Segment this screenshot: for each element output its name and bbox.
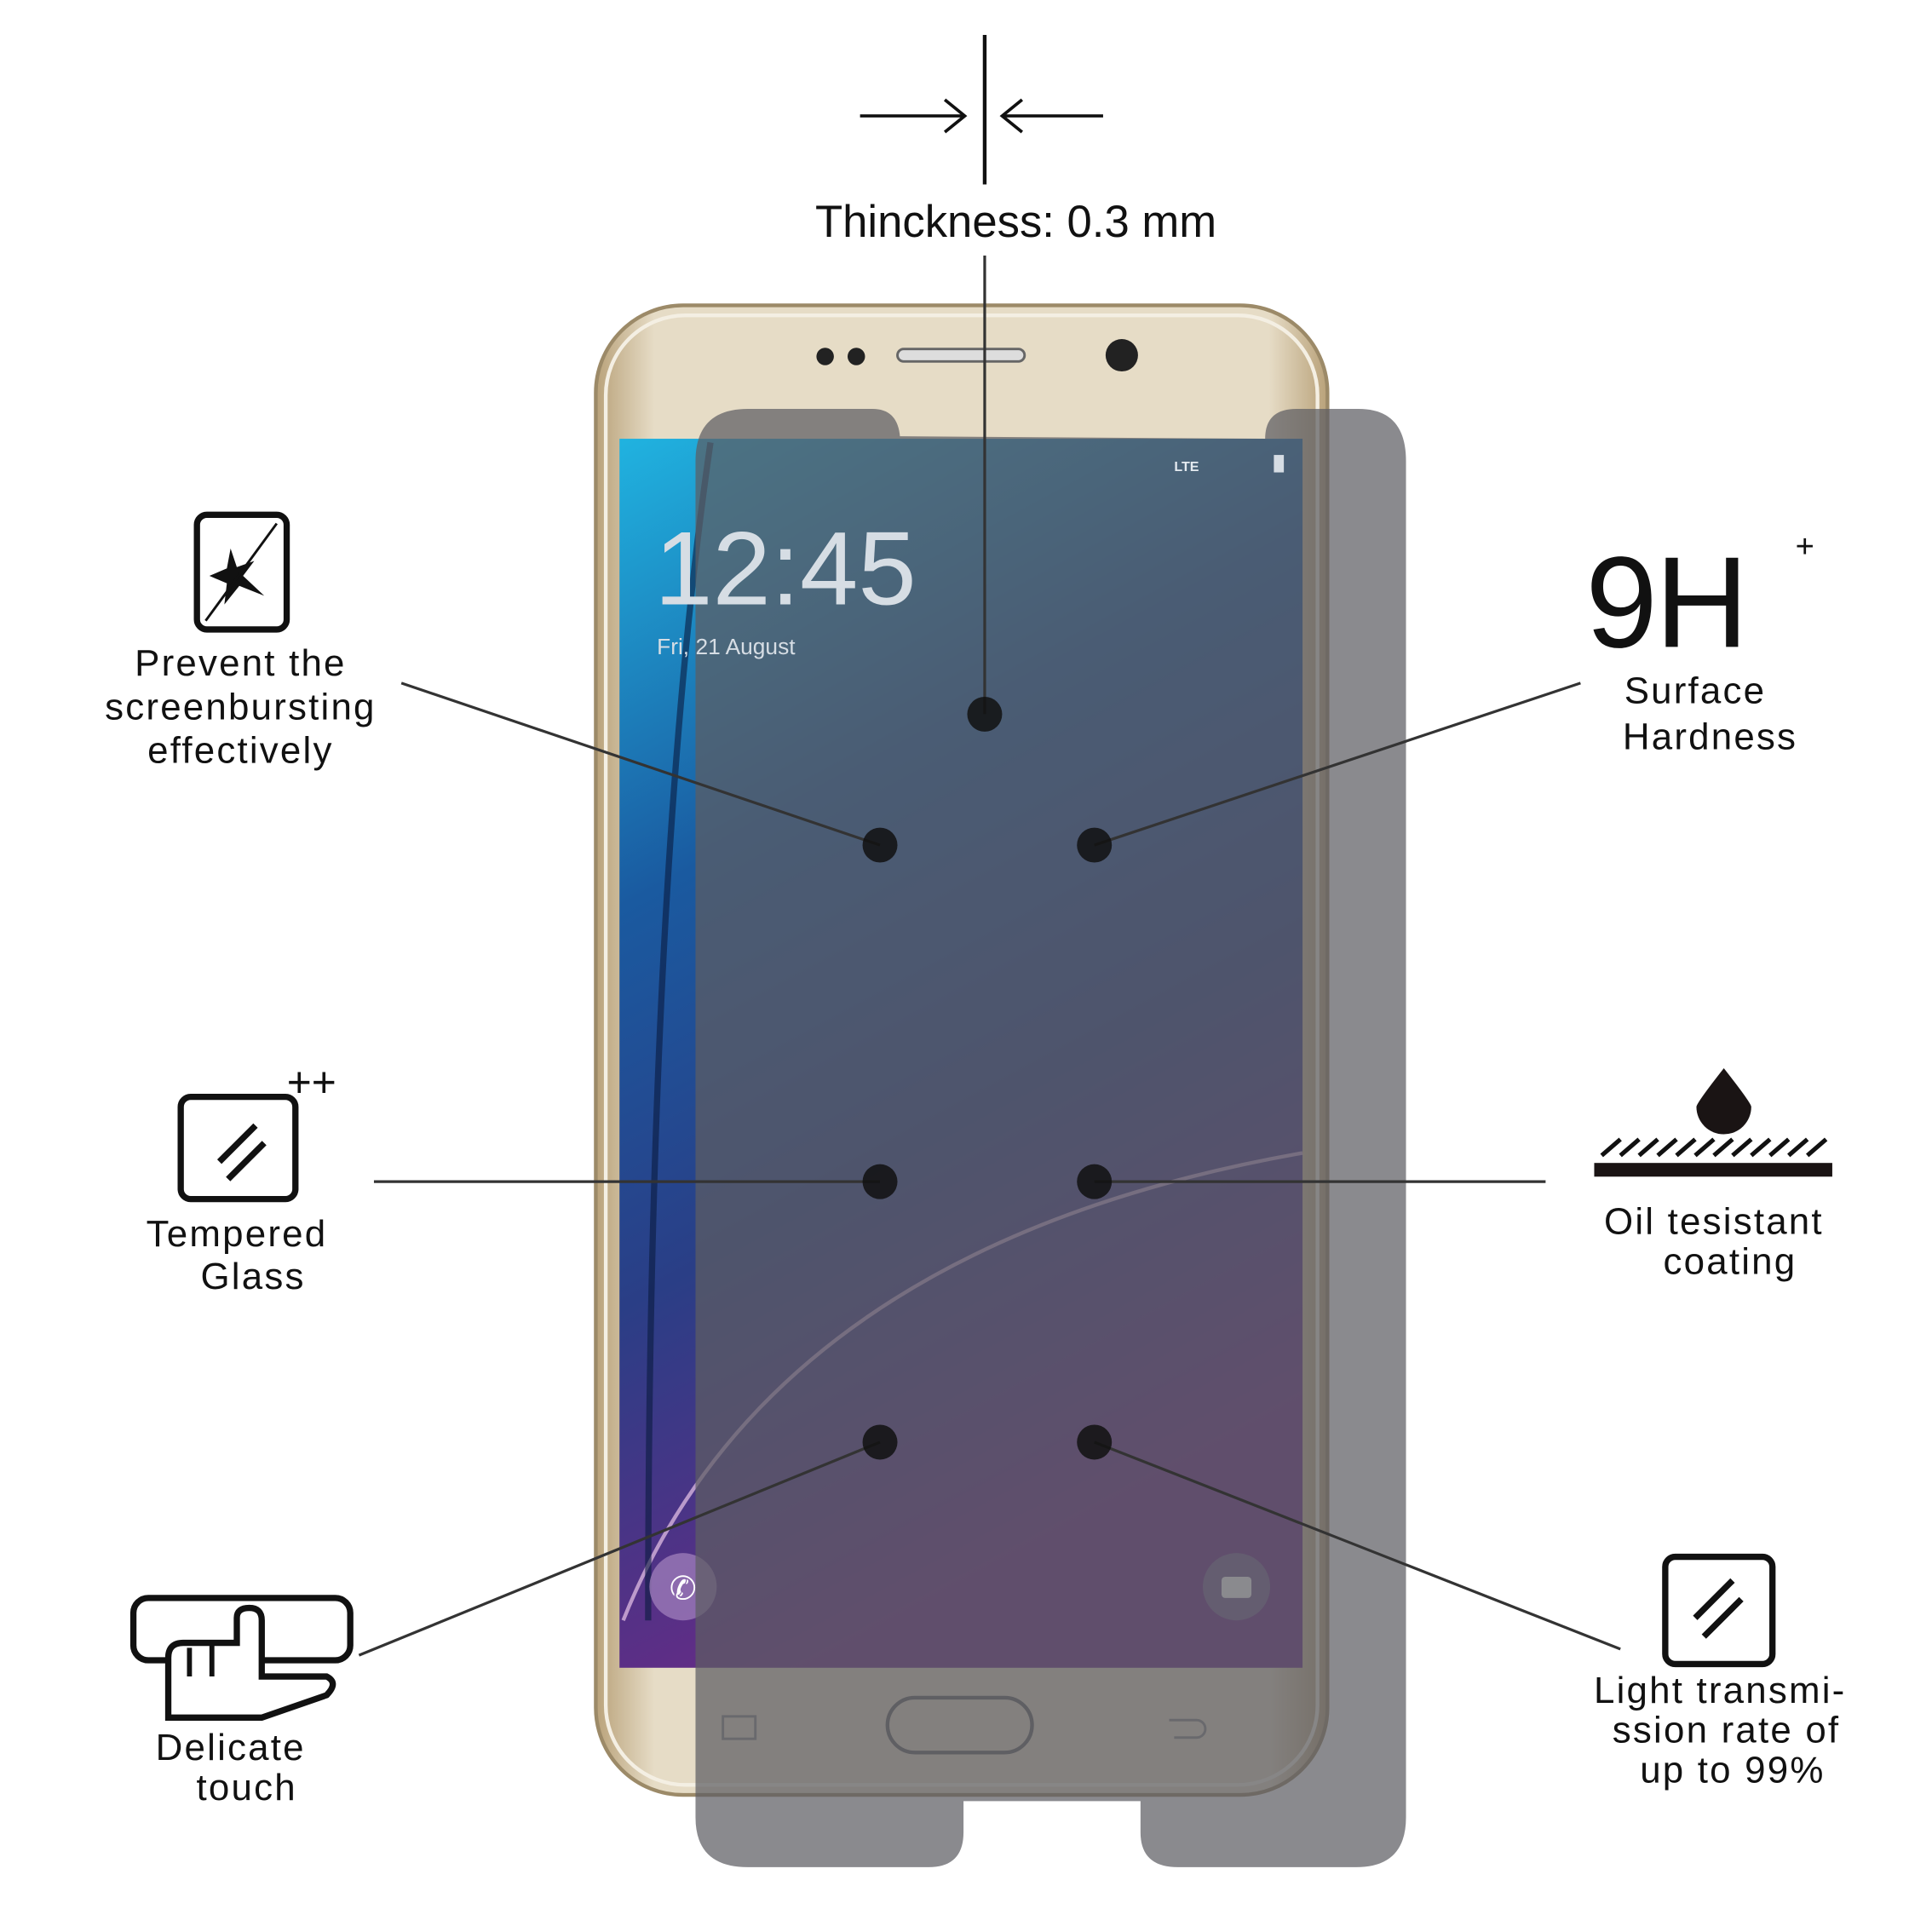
tempered-label-2: Glass [200, 1256, 305, 1297]
oil-drop-icon [1594, 1067, 1832, 1177]
leader-lines [358, 255, 1621, 1657]
callout-dots [862, 696, 1113, 1460]
light-label-1: Light transmi- [1594, 1670, 1847, 1711]
battery-icon [1274, 455, 1285, 473]
feature-oil: Oil tesistant coating [1594, 1067, 1832, 1282]
touch-label-1: Delicate [156, 1727, 306, 1768]
lock-time: 12:45 [654, 511, 917, 628]
tempered-plus: ++ [287, 1059, 336, 1107]
hardness-label-1: Surface [1624, 670, 1767, 711]
feature-hardness: 9H + Surface Hardness [1585, 529, 1814, 757]
screenburst-label-2: screenbursting [105, 686, 377, 727]
finger-touch-icon [129, 1595, 354, 1721]
front-camera-icon [1105, 338, 1138, 372]
screen-protector [695, 408, 1406, 1867]
light-label-2: ssion rate of [1613, 1710, 1841, 1751]
lock-date: Fri, 21 August [657, 634, 796, 659]
glass-panel-icon [1662, 1553, 1776, 1668]
light-label-3: up to 99% [1640, 1749, 1825, 1791]
thickness-indicator: Thinckness: 0.3 mm [815, 34, 1216, 247]
oil-label-2: coating [1664, 1240, 1797, 1282]
lock-screen-text: 12:45 Fri, 21 August LTE [654, 455, 1285, 659]
hardness-label-2: Hardness [1623, 716, 1797, 757]
feature-touch: Delicate touch [129, 1595, 354, 1808]
tempered-label-1: Tempered [147, 1213, 328, 1255]
hardness-plus: + [1796, 529, 1814, 565]
feature-tempered: ++ Tempered Glass [147, 1059, 336, 1297]
thickness-label: Thinckness: 0.3 mm [815, 197, 1216, 247]
hardness-badge: 9H [1585, 530, 1746, 675]
touch-label-2: touch [197, 1767, 297, 1808]
oil-label-1: Oil tesistant [1604, 1201, 1824, 1243]
screenburst-label-3: effectively [147, 729, 333, 771]
feature-light: Light transmi- ssion rate of up to 99% [1594, 1553, 1847, 1791]
feature-screenburst: Prevent the screenbursting effectively [105, 511, 377, 771]
svg-text:✆: ✆ [670, 1571, 697, 1607]
screenburst-label-1: Prevent the [135, 642, 347, 684]
shattered-screen-icon [193, 511, 290, 633]
status-lte: LTE [1174, 459, 1199, 474]
tempered-glass-icon [177, 1093, 299, 1203]
